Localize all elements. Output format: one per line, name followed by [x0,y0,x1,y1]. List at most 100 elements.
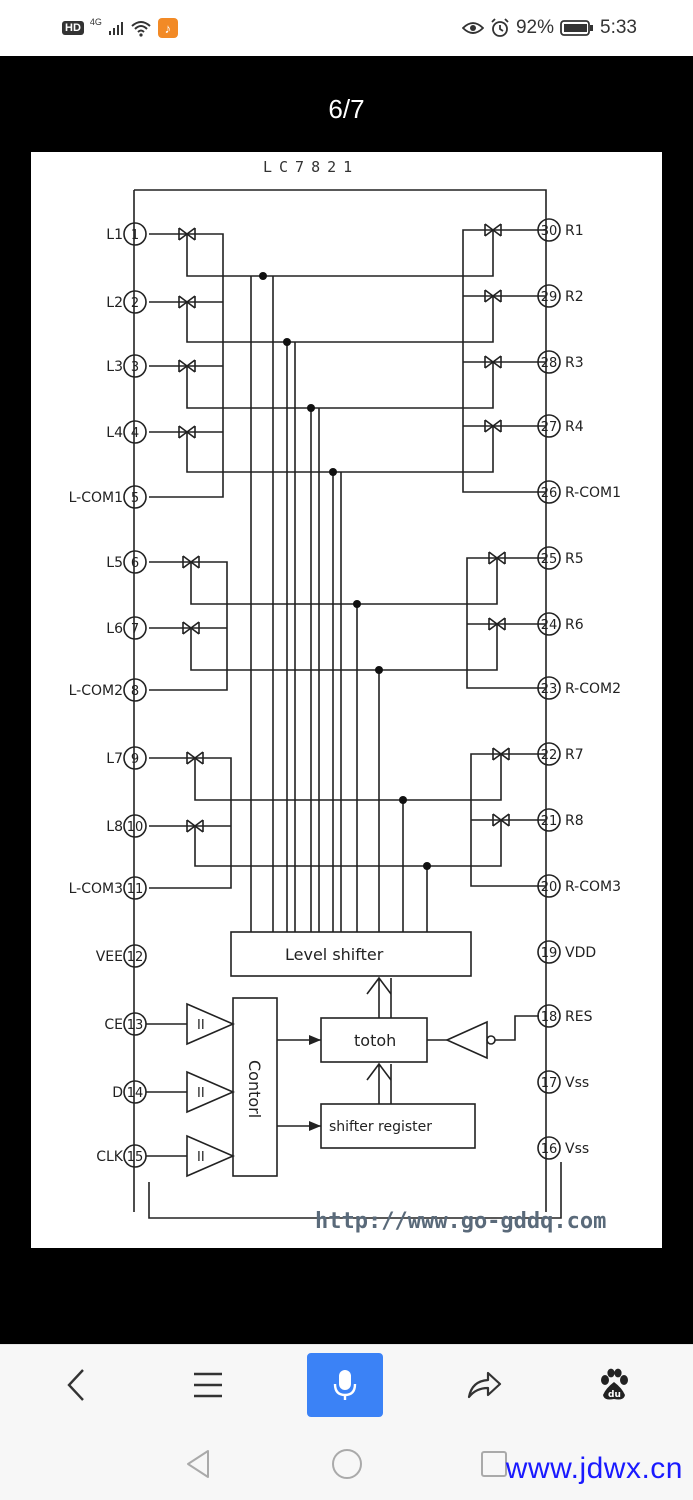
pin-label: RES [565,1009,593,1025]
share-arrow-icon [467,1371,502,1399]
analog-switch-icon [484,223,502,237]
analog-switch-icon [488,551,506,565]
signal-icon [108,22,123,35]
pin-label: D [112,1085,123,1101]
pin-circle [123,222,147,246]
pin-label: R-COM1 [565,485,621,501]
pin-label: L-COM3 [69,881,123,897]
pin-circle [123,944,147,968]
pin-label: R-COM2 [565,681,621,697]
pin-circle [123,814,147,838]
right-switch-network [263,229,546,887]
status-right: 92% 5:33 [461,14,637,42]
menu-button[interactable] [170,1353,246,1417]
baidu-paw-icon: du [601,1368,628,1400]
pin-number: 17 [541,1076,558,1091]
pin-label: VEE [96,949,123,965]
system-back-button[interactable] [178,1444,218,1484]
back-button[interactable] [38,1353,114,1417]
pin-number: 10 [127,820,144,835]
pin-number: 6 [131,556,139,571]
level-shifter-label: Level shifter [285,945,384,964]
system-recent-button[interactable] [474,1444,514,1484]
pin-circle [123,616,147,640]
microphone-icon [333,1370,357,1400]
baidu-button[interactable]: du [576,1353,652,1417]
pin-circle [123,420,147,444]
analog-switch-icon [484,355,502,369]
network-type: 4G [89,17,102,27]
battery-icon [560,20,594,36]
pin-number: 24 [541,618,558,633]
pin-label: L6 [106,621,123,637]
page-counter: 6/7 [328,94,365,124]
pin-label: L1 [106,227,123,243]
pin-number: 12 [127,950,144,965]
back-chevron-icon [67,1369,84,1401]
analog-switch-icon [178,359,196,373]
alarm-icon [491,18,509,37]
buffer-mark: II [197,1018,205,1033]
right-pin: 16 Vss [537,1136,589,1160]
pin-circle [123,354,147,378]
system-home-button[interactable] [327,1444,367,1484]
analog-switch-icon [178,295,196,309]
menu-lines-icon [194,1372,222,1398]
share-button[interactable] [446,1353,522,1417]
pin-label: R-COM3 [565,879,621,895]
pin-number: 16 [541,1142,558,1157]
eye-icon [461,22,484,34]
input-buffer-icon: II [146,1134,236,1178]
status-bar: HD 4G ♪ 92% 5:33 [0,0,693,56]
pin-number: 22 [541,748,558,763]
pin-label: L7 [106,751,123,767]
analog-switch-icon [178,227,196,241]
pin-number: 1 [131,228,139,243]
triangle-back-icon [187,1450,209,1478]
pin-label: L5 [106,555,123,571]
pin-circle [537,1070,561,1094]
voice-search-button[interactable] [307,1353,383,1417]
pin-circle [123,876,147,900]
left-pin: VEE 12 [96,944,147,968]
pin-number: 9 [131,752,139,767]
control-block [232,997,278,1177]
pin-number: 14 [127,1086,144,1101]
pin-label: L4 [106,425,123,441]
pin-circle [123,485,147,509]
pin-number: 28 [541,356,558,371]
pin-number: 4 [131,426,139,441]
pin-circle [537,940,561,964]
junction-dots [259,272,431,870]
pin-circle [123,550,147,574]
pin-label: Vss [565,1141,589,1157]
analog-switch-icon [186,819,204,833]
left-pin: L4 4 [106,420,147,444]
level-shifter-block [230,931,472,977]
pin-number: 30 [541,224,558,239]
pin-number: 2 [131,296,139,311]
hd-badge: HD [62,21,84,35]
pin-label: R5 [565,551,584,567]
pin-label: VDD [565,945,596,961]
shift-register-label: shifter register [329,1119,432,1135]
analog-switch-icon [492,747,510,761]
status-left: HD 4G ♪ [62,16,178,40]
pin-label: L-COM2 [69,683,123,699]
pin-number: 21 [541,814,558,829]
bottom-toolbar: du [0,1344,693,1430]
